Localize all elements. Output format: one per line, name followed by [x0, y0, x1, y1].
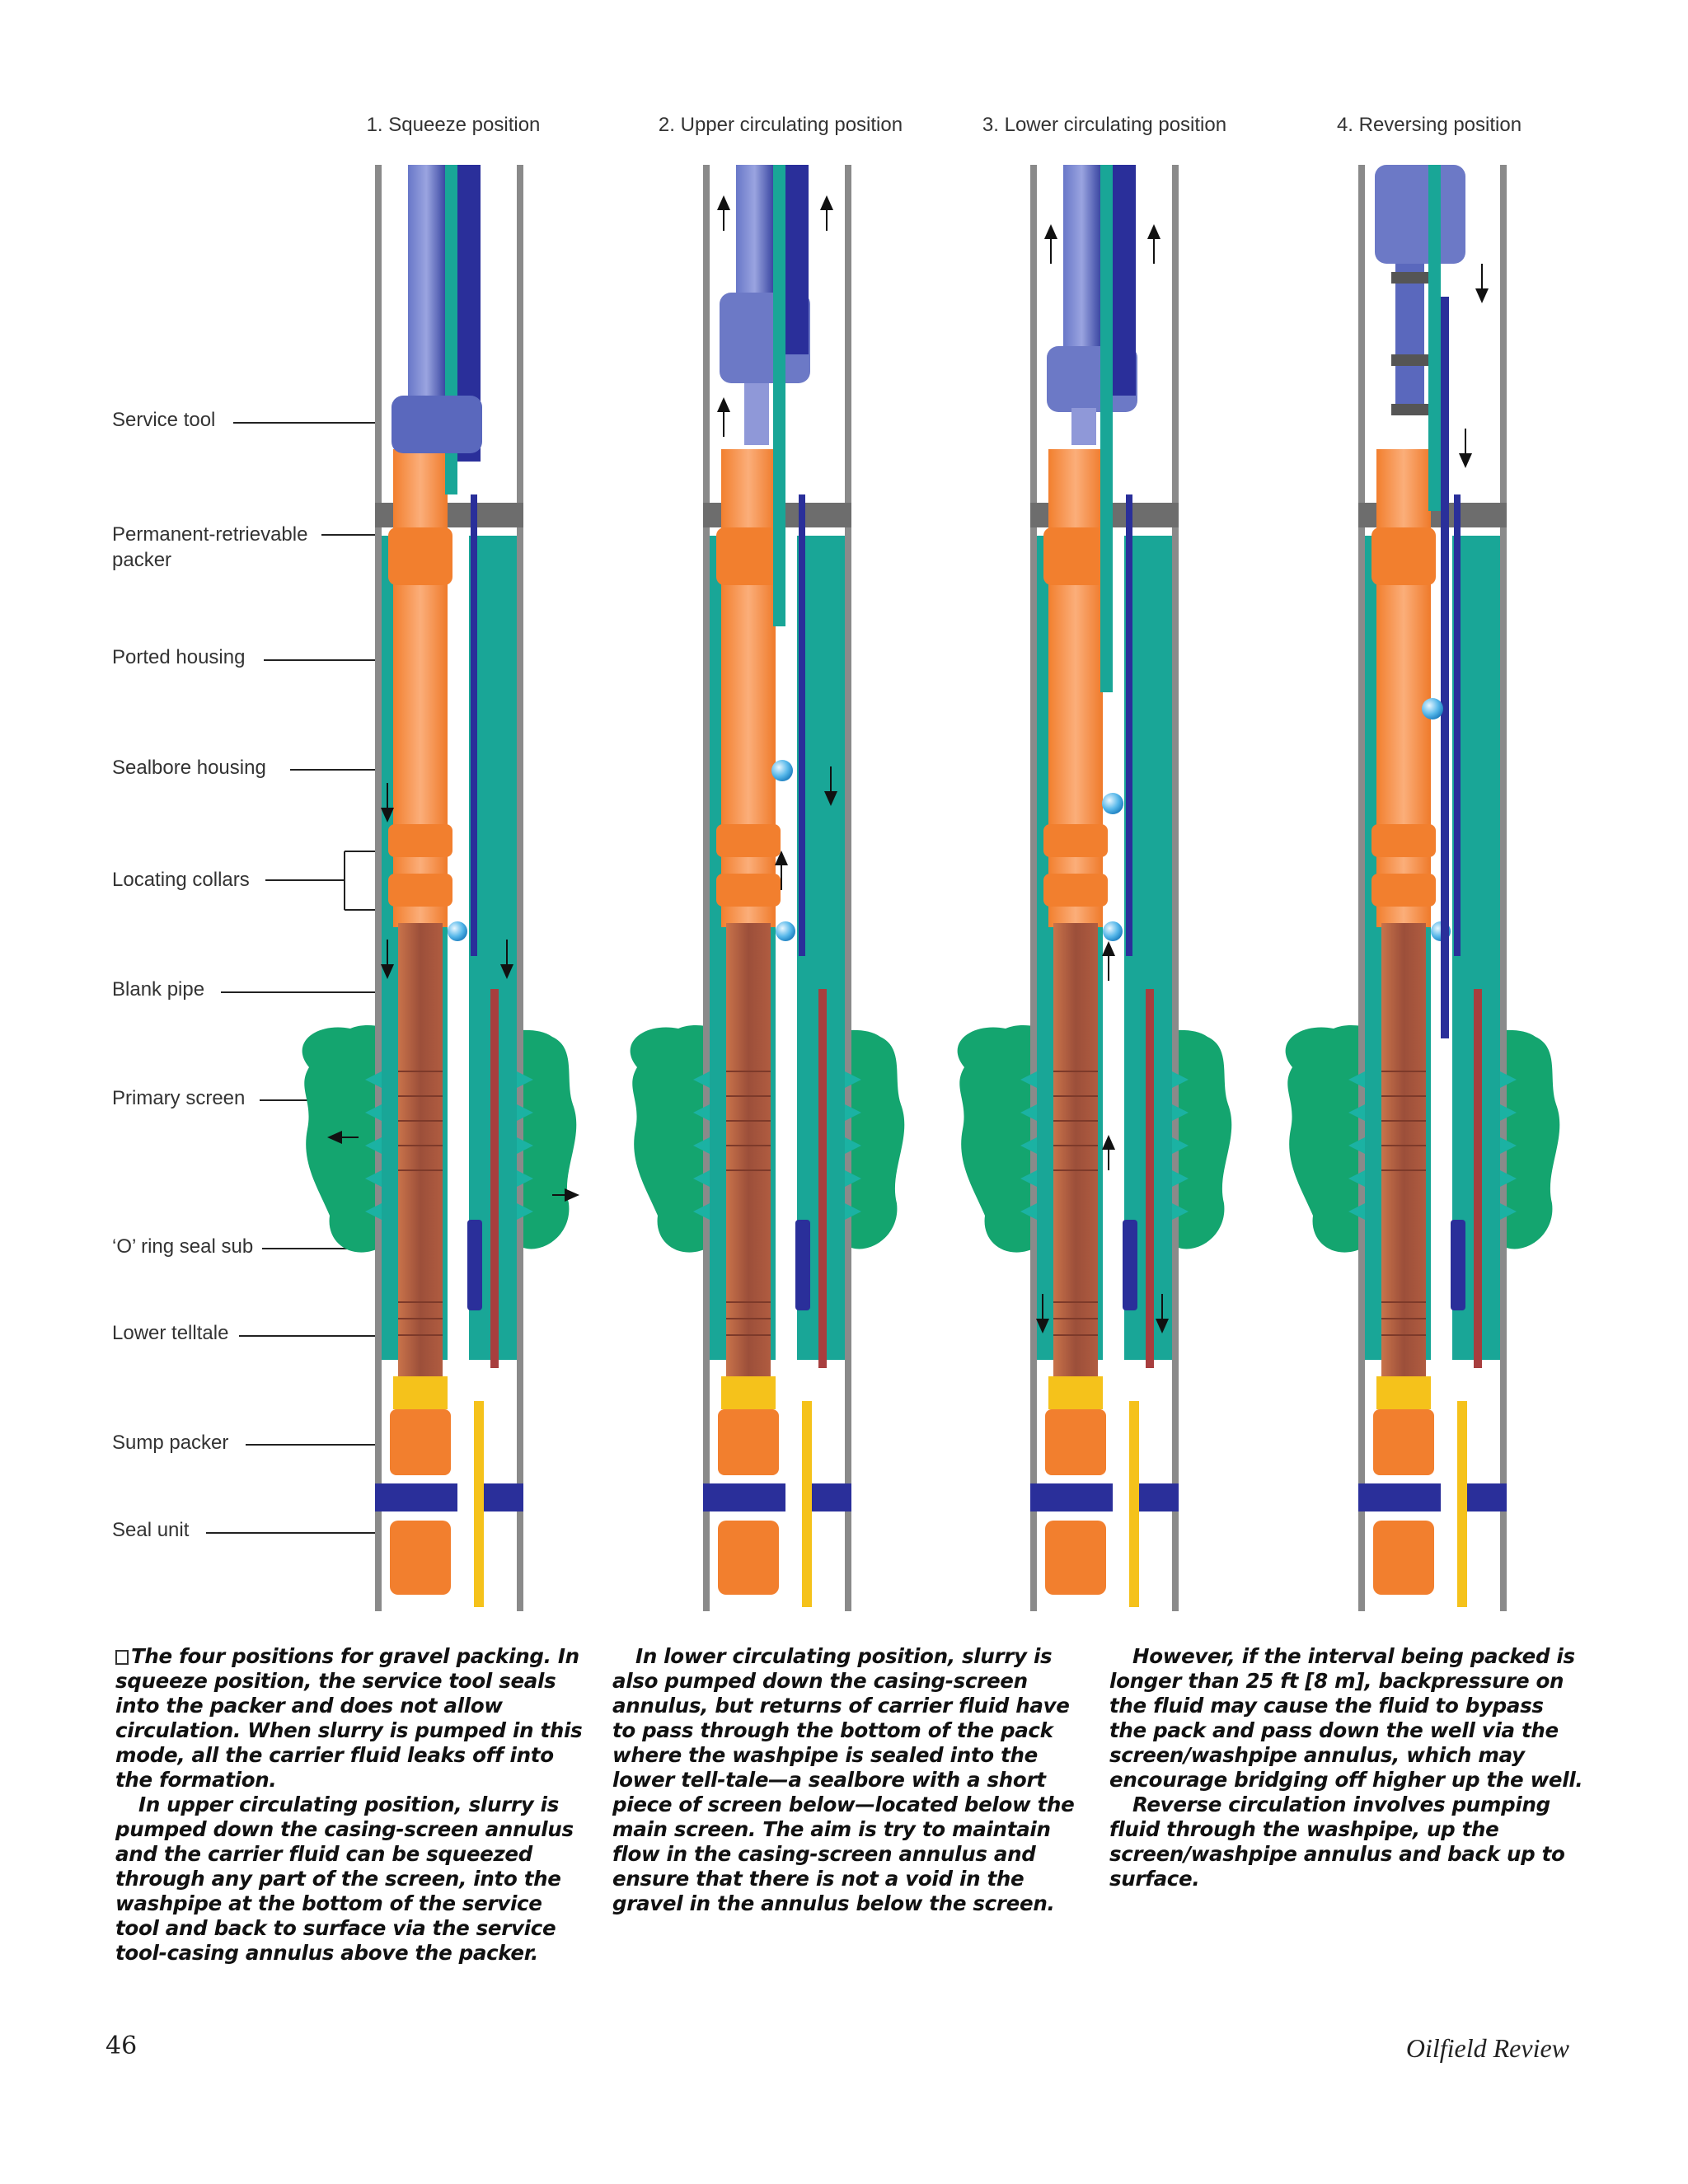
gravel-pack-diagram	[301, 164, 1561, 1612]
caption-col3-p2: Reverse circulation involves pumping flu…	[1109, 1793, 1565, 1891]
leader-locating-collars	[265, 879, 345, 881]
caption-col1-p2: In upper circulating position, slurry is…	[115, 1793, 574, 1965]
caption-col2-p1: In lower circulating position, slurry is…	[612, 1644, 1075, 1915]
caption-column-2: In lower circulating position, slurry is…	[612, 1644, 1086, 1916]
label-primary-screen: Primary screen	[112, 1087, 246, 1109]
label-locating-collars: Locating collars	[112, 869, 250, 891]
leader-packer	[321, 534, 400, 536]
tool-squeeze-position	[301, 164, 579, 1612]
position-title-2: 2. Upper circulating position	[658, 114, 903, 136]
label-packer: Permanent-retrievable packer	[112, 523, 308, 571]
position-title-1: 1. Squeeze position	[366, 114, 541, 136]
leader-seal-unit	[206, 1532, 478, 1534]
label-ported-housing: Ported housing	[112, 646, 246, 668]
caption-column-1: The four positions for gravel packing. I…	[115, 1644, 589, 1966]
tool-lower-circulating-position	[956, 164, 1233, 1612]
leader-ported-housing	[264, 659, 400, 661]
position-title-3: 3. Lower circulating position	[982, 114, 1227, 136]
label-o-ring-seal-sub: ‘O’ ring seal sub	[112, 1235, 254, 1258]
label-blank-pipe: Blank pipe	[112, 978, 205, 1001]
caption-column-3: However, if the interval being packed is…	[1109, 1644, 1583, 1891]
leader-blank-pipe	[221, 991, 404, 993]
leader-service-tool	[233, 422, 398, 424]
label-lower-telltale: Lower telltale	[112, 1322, 229, 1344]
tool-upper-circulating-position	[629, 164, 906, 1612]
label-service-tool: Service tool	[112, 409, 216, 431]
caption-col1-p1: The four positions for gravel packing. I…	[115, 1644, 583, 1792]
journal-title: Oilfield Review	[1405, 2033, 1569, 2063]
caption-marker-icon	[115, 1650, 129, 1665]
label-sealbore-housing: Sealbore housing	[112, 757, 266, 779]
caption-col3-p1: However, if the interval being packed is…	[1109, 1644, 1583, 1792]
label-seal-unit: Seal unit	[112, 1519, 190, 1541]
locating-collar-bracket	[344, 851, 375, 911]
leader-lower-telltale	[239, 1335, 486, 1337]
leader-sump-packer	[246, 1444, 402, 1446]
page-number: 46	[106, 2032, 138, 2060]
label-sump-packer: Sump packer	[112, 1432, 229, 1454]
position-title-4: 4. Reversing position	[1336, 114, 1522, 136]
tool-reversing-position	[1284, 164, 1561, 1612]
